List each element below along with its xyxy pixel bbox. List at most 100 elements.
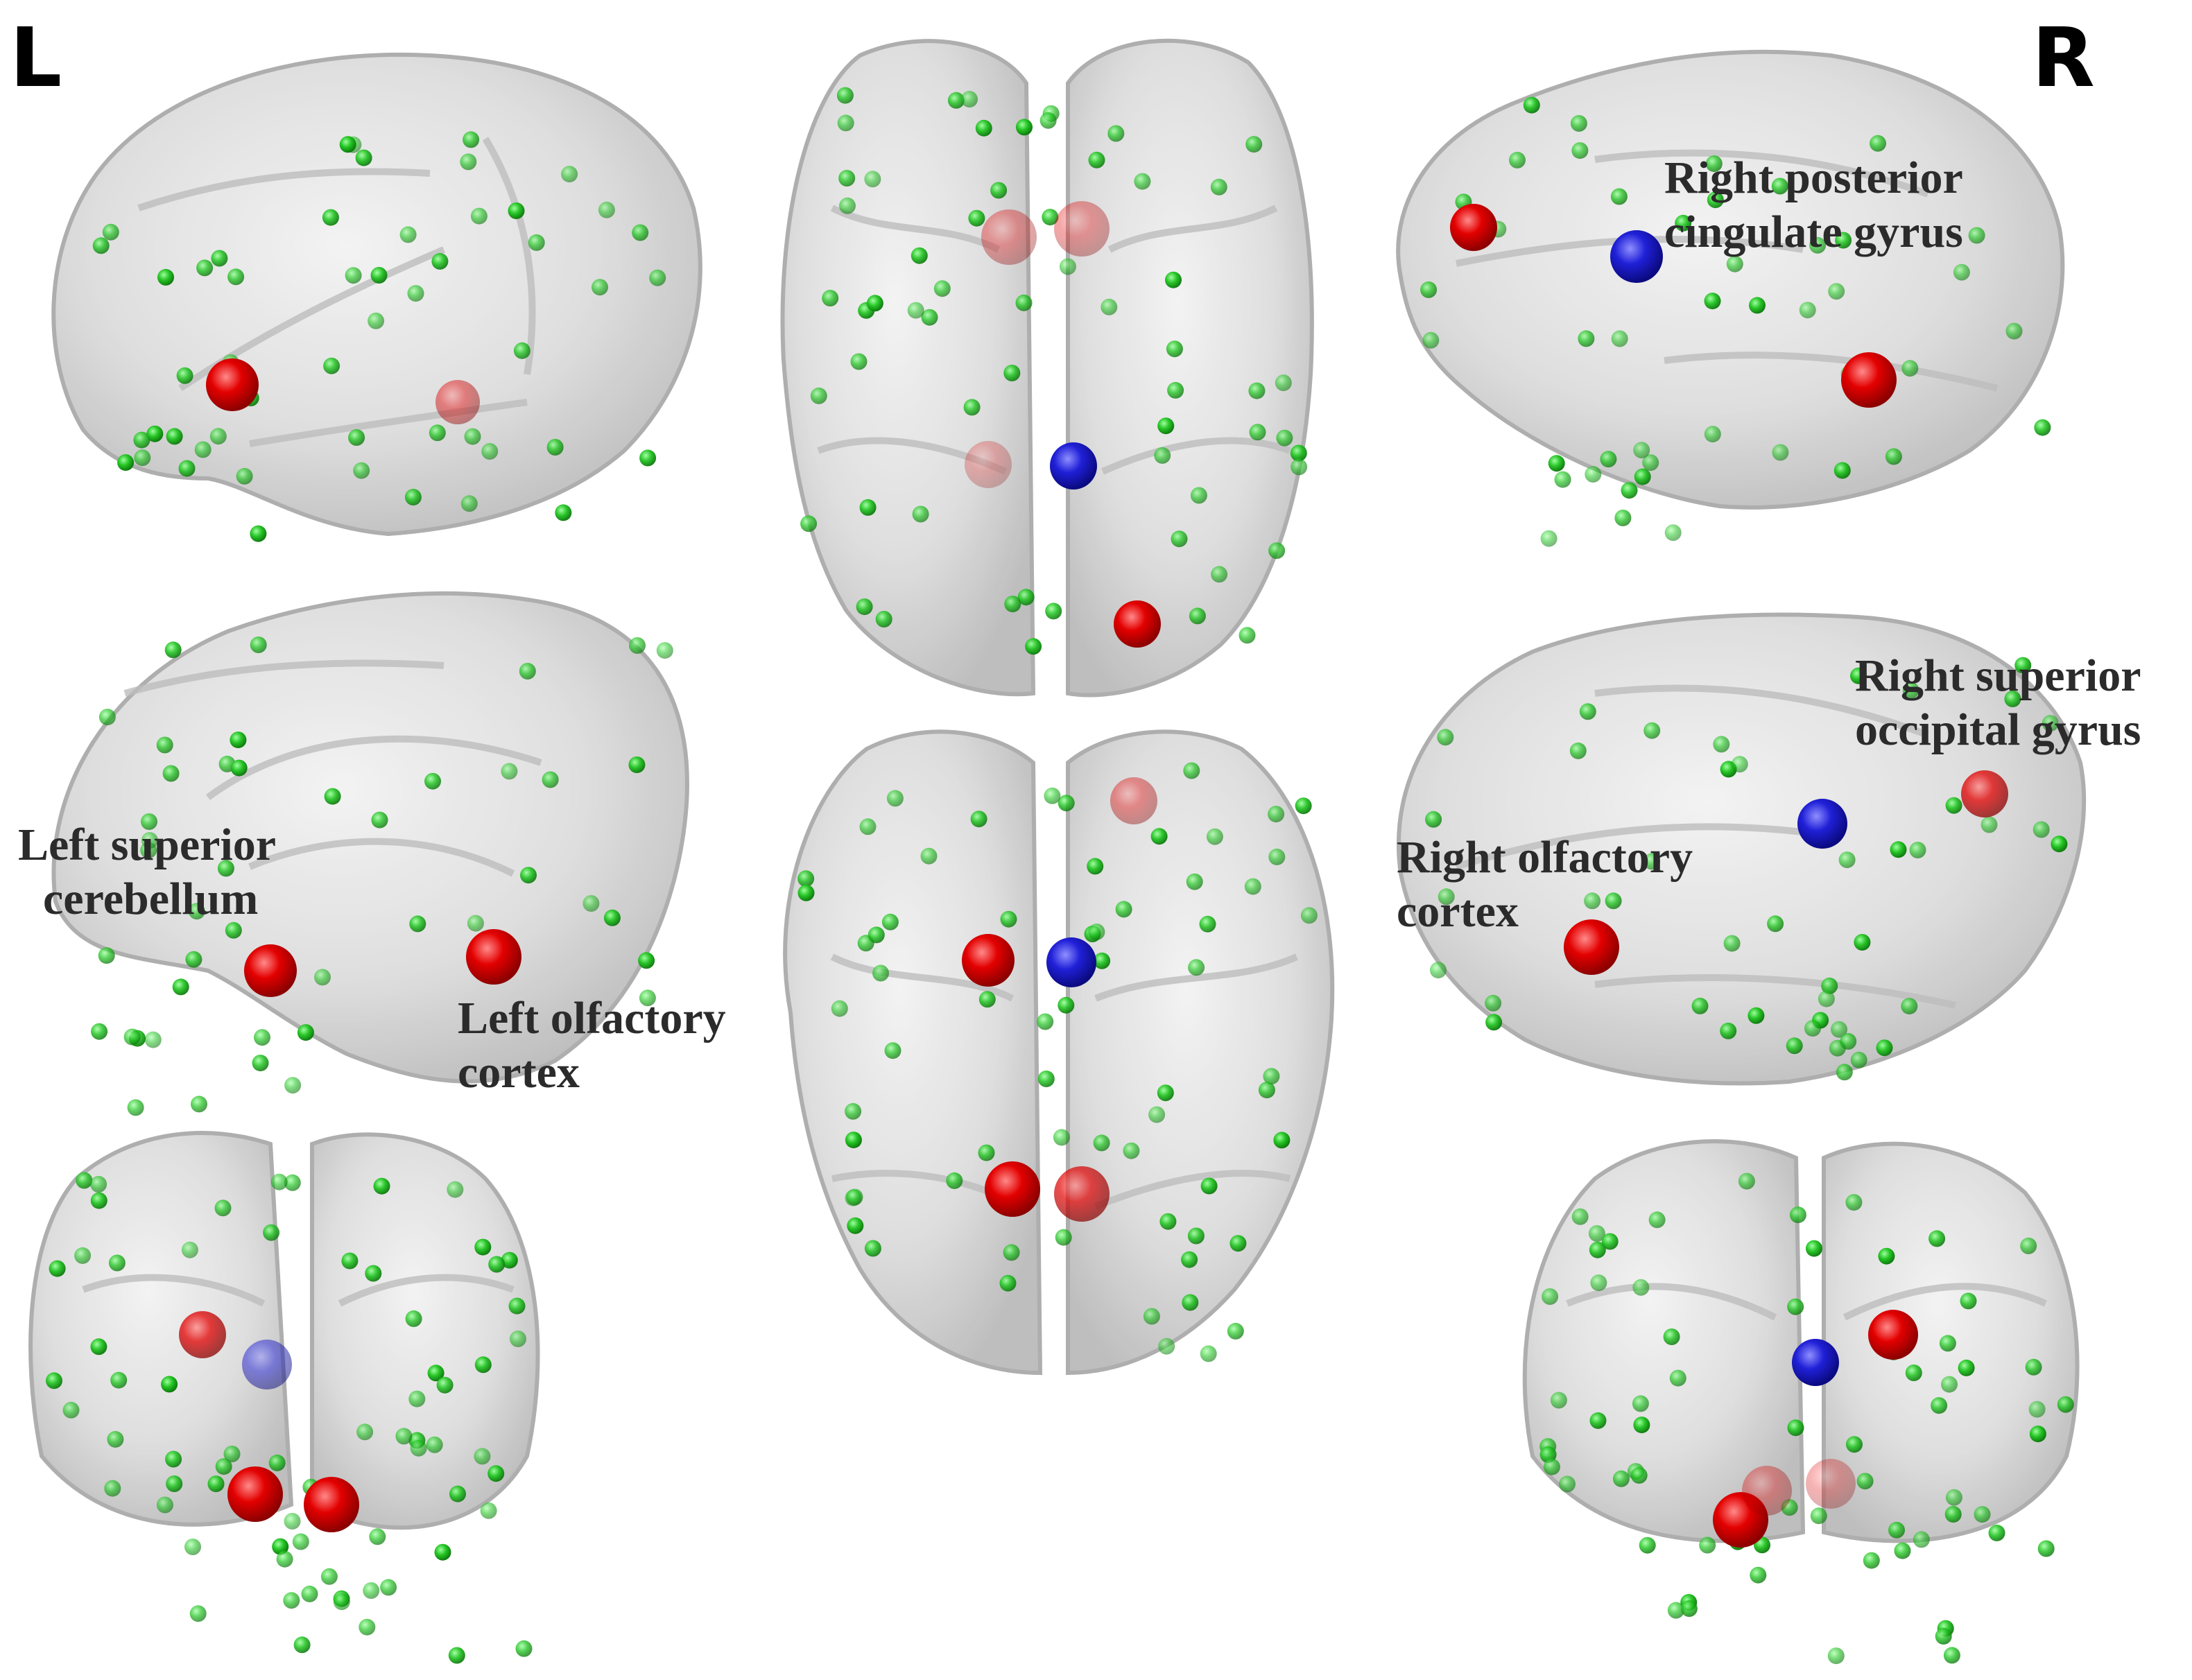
node-default	[1771, 177, 1788, 195]
node-default	[161, 1376, 178, 1393]
node-default	[628, 756, 646, 773]
node-default	[1831, 1021, 1847, 1038]
node-default	[510, 1331, 526, 1347]
node-default	[254, 1029, 270, 1046]
node-default	[272, 1538, 289, 1555]
node-default	[252, 1055, 269, 1072]
node-default	[1799, 302, 1816, 319]
node-default	[365, 1265, 382, 1282]
node-default	[225, 921, 242, 939]
node-default	[1115, 901, 1132, 918]
node-default	[1248, 382, 1266, 399]
node-default	[404, 489, 422, 505]
node-default	[592, 279, 608, 296]
node-default	[76, 1172, 93, 1189]
node-default	[831, 1000, 848, 1017]
node-default	[1509, 151, 1526, 168]
brain-left-medial	[51, 591, 689, 1084]
node-default	[268, 1454, 286, 1471]
brain-right-lateral	[1396, 612, 2087, 1086]
node-default	[355, 149, 372, 166]
node-default	[463, 131, 480, 148]
node-default	[933, 280, 951, 297]
node-default	[172, 978, 189, 996]
node-default	[1167, 381, 1184, 399]
node-default	[2029, 1426, 2046, 1443]
node-default	[98, 947, 115, 964]
node-default	[230, 759, 248, 777]
node-default	[1850, 667, 1867, 684]
node-default	[1909, 842, 1926, 858]
node-default	[1273, 1132, 1291, 1149]
node-default	[293, 1636, 311, 1654]
node-increased	[304, 1477, 359, 1532]
node-default	[74, 1247, 92, 1264]
node-default	[2051, 835, 2068, 853]
node-default	[1614, 510, 1632, 526]
node-default	[1158, 1337, 1175, 1355]
node-default	[978, 991, 996, 1008]
node-default	[1571, 1208, 1589, 1225]
node-default	[978, 1144, 995, 1161]
node-increased	[1841, 352, 1897, 408]
node-default	[49, 1260, 66, 1277]
node-default	[407, 285, 424, 302]
node-default	[1905, 1365, 1922, 1381]
node-default	[270, 1173, 288, 1190]
node-default	[1037, 1071, 1055, 1087]
node-default	[1554, 471, 1571, 488]
node-default	[797, 870, 815, 887]
node-default	[656, 642, 673, 659]
node-default	[1571, 142, 1589, 159]
node-default	[217, 860, 234, 877]
node-default	[1958, 1359, 1975, 1376]
node-default	[449, 1485, 466, 1503]
node-default	[322, 209, 339, 226]
node-default	[1878, 1247, 1895, 1265]
node-default	[508, 202, 525, 219]
node-default	[1856, 1473, 1874, 1490]
node-default	[166, 1475, 183, 1492]
label-line: Left superior	[18, 820, 277, 870]
node-default	[1268, 542, 1286, 560]
node-default	[369, 1528, 386, 1545]
node-default	[1707, 191, 1724, 209]
node-default	[380, 1579, 397, 1596]
node-default	[1187, 1227, 1205, 1245]
node-default	[1157, 417, 1175, 435]
node-default	[460, 495, 478, 512]
node-default	[1863, 1552, 1880, 1569]
node-default	[1838, 851, 1856, 869]
node-default	[157, 268, 174, 286]
node-default	[1747, 1007, 1765, 1024]
node-increased	[244, 944, 297, 997]
node-default	[1190, 487, 1207, 504]
node-default	[911, 247, 928, 264]
node-default	[639, 989, 656, 1007]
node-default	[371, 811, 388, 829]
node-default	[236, 467, 253, 485]
label-line: Left olfactory	[458, 993, 726, 1043]
node-default	[2025, 1358, 2042, 1376]
node-default	[188, 903, 205, 920]
node-default	[1276, 429, 1293, 447]
node-default	[822, 290, 839, 306]
node-default	[323, 357, 340, 374]
node-default	[1150, 828, 1168, 845]
node-default	[1611, 330, 1628, 347]
node-default	[2014, 657, 2032, 674]
label-line: cerebellum	[43, 874, 259, 924]
node-default	[405, 1310, 422, 1327]
node-default	[907, 302, 924, 319]
node-default	[1025, 638, 1042, 655]
node-default	[488, 1256, 506, 1273]
node-increased	[985, 1161, 1040, 1217]
node-default	[837, 114, 854, 132]
node-default	[886, 790, 904, 807]
node-default	[561, 166, 578, 183]
node-default	[1053, 1129, 1070, 1146]
node-default	[542, 771, 559, 788]
node-increased	[1961, 770, 2008, 817]
node-default	[1876, 1039, 1893, 1057]
node-default	[1042, 209, 1059, 226]
